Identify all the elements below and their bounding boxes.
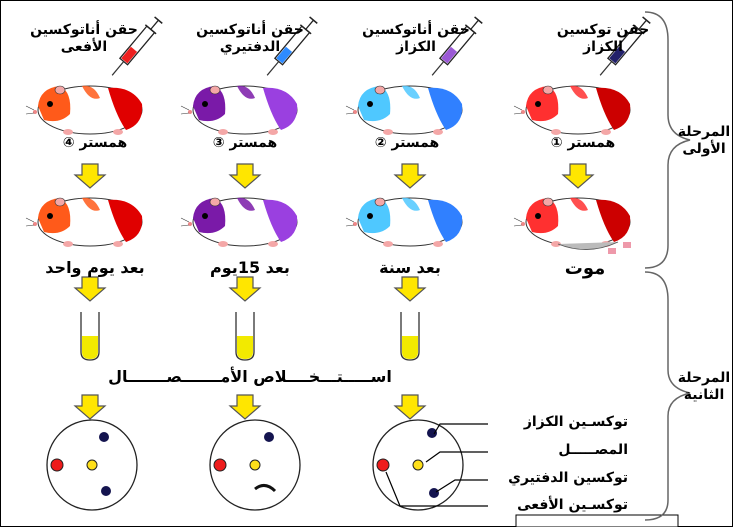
extraction-label: اســـــتـــخــــلاص الأمـــــــصـــــــا… <box>108 367 392 386</box>
syringe-icon <box>431 16 483 76</box>
hamster-image <box>345 197 463 247</box>
phase1-brace <box>644 11 691 269</box>
hamster-label-1: همستر ① <box>550 135 616 151</box>
down-arrow-icon <box>229 276 261 302</box>
injection-label-1: حقن توكسين الكزاز <box>556 22 650 55</box>
legend-viper-toxin: توكسـين الأفعى <box>517 497 628 513</box>
outcome-death: موت <box>564 258 606 279</box>
down-arrow-icon <box>229 394 261 420</box>
hamster-image <box>180 85 298 135</box>
hamster-image <box>180 197 298 247</box>
caption-box <box>515 514 679 527</box>
legend-serum: المصـــــل <box>558 442 628 458</box>
outcome-after-year: بعد سنة <box>379 258 441 277</box>
petri-dish <box>372 419 464 511</box>
test-tube-icon <box>80 312 100 361</box>
down-arrow-icon <box>394 394 426 420</box>
hamster-image <box>25 85 143 135</box>
down-arrow-icon <box>74 394 106 420</box>
hamster-image <box>25 197 143 247</box>
outcome-after-15-days: بعد 15يوم <box>210 258 290 277</box>
injection-label-3: حقن أناتوكسين الدفتيري <box>196 22 304 55</box>
down-arrow-icon <box>562 163 594 189</box>
injection-label-2: حقن أناتوكسين الكزاز <box>362 22 470 55</box>
phase1-label: المرحلة الأولى <box>677 124 731 157</box>
down-arrow-icon <box>74 163 106 189</box>
petri-dish <box>46 419 138 511</box>
hamster-label-4: همستر ④ <box>62 135 128 151</box>
phase2-label: المرحلة الثانية <box>677 370 731 403</box>
down-arrow-icon <box>394 276 426 302</box>
test-tube-icon <box>235 312 255 361</box>
syringe-icon <box>111 16 163 76</box>
hamster-label-3: همستر ③ <box>212 135 278 151</box>
petri-dish <box>209 419 301 511</box>
hamster-image <box>513 197 631 254</box>
syringe-icon <box>599 16 651 76</box>
hamster-image <box>345 85 463 135</box>
hamster-image <box>513 85 631 135</box>
down-arrow-icon <box>74 276 106 302</box>
legend-diphtheria-toxin: توكسين الدفتيري <box>508 470 628 486</box>
injection-label-4: حقن أناتوكسين الأفعى <box>30 22 138 55</box>
down-arrow-icon <box>229 163 261 189</box>
test-tube-icon <box>400 312 420 361</box>
syringe-icon <box>266 16 318 76</box>
phase2-brace <box>644 271 691 521</box>
hamster-label-2: همستر ② <box>374 135 440 151</box>
legend-tetanus-toxin: توكسـين الكزاز <box>523 414 628 430</box>
outcome-after-one-day: بعد يوم واحد <box>45 258 145 277</box>
down-arrow-icon <box>394 163 426 189</box>
